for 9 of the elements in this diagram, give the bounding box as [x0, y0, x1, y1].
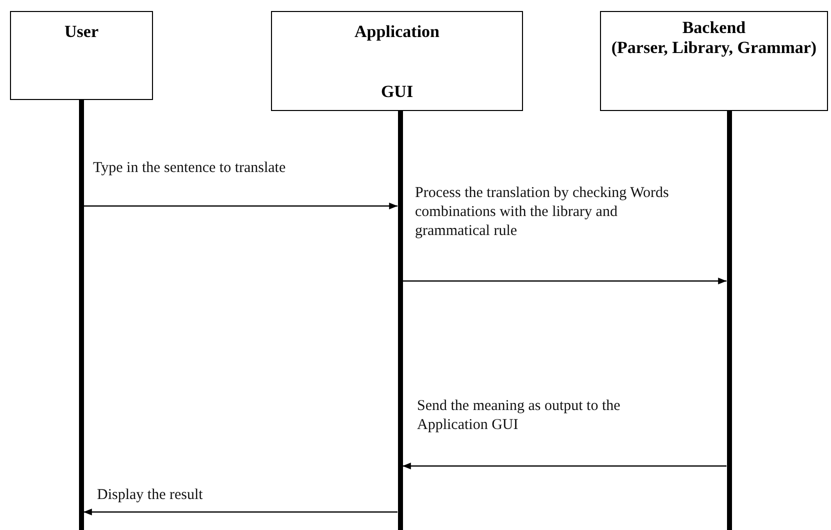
- message-arrow: [402, 462, 726, 470]
- participant-name: (Parser, Library, Grammar): [611, 38, 817, 58]
- message-arrow: [402, 278, 726, 284]
- participant-name: Backend: [682, 18, 746, 38]
- participant-name: User: [64, 22, 98, 42]
- participant-name: Application: [354, 22, 440, 42]
- participant-name: GUI: [380, 82, 414, 102]
- message-arrow: [84, 202, 398, 210]
- message-arrow: [84, 508, 398, 516]
